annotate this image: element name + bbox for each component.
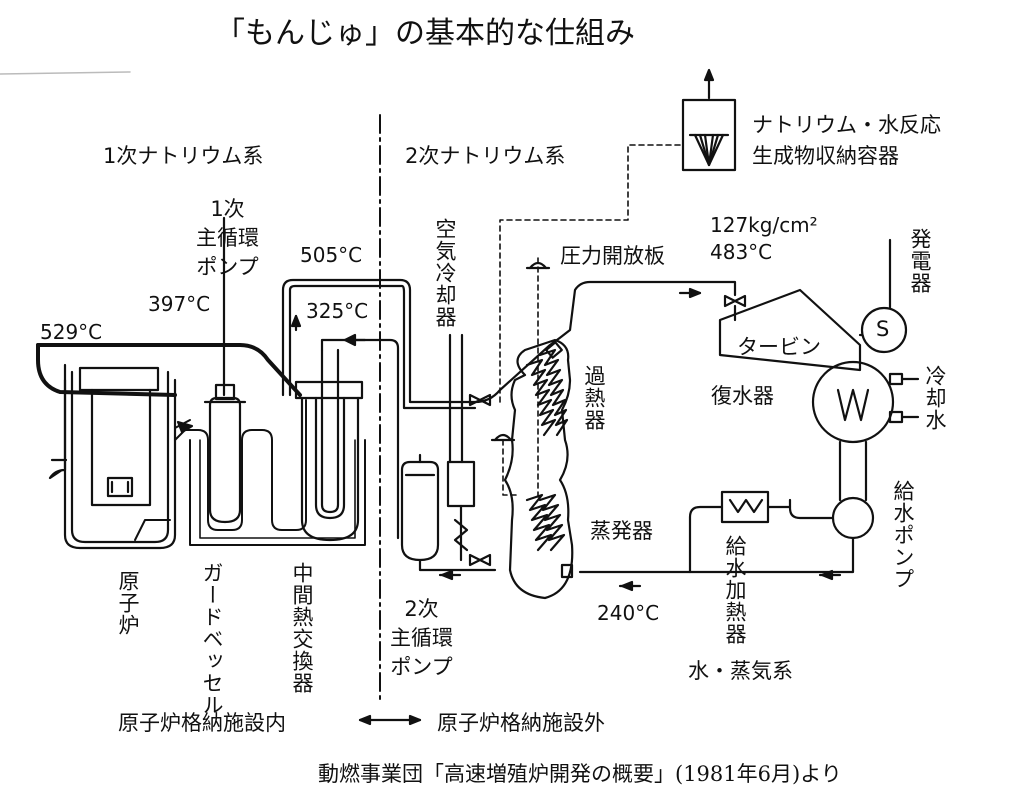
temp-397: 397°C (148, 292, 211, 316)
valve-lower (468, 553, 492, 567)
ihx-label: 中間熱交換器 (290, 562, 314, 694)
secondary-pump-line-2: 主循環 (390, 626, 453, 650)
pressure-127: 127kg/cm² (710, 213, 818, 237)
secondary-hot-leg (281, 278, 737, 404)
reactor-label: 原子炉 (116, 570, 140, 636)
secondary-pump-label: 2次 主循環 ポンプ (390, 595, 453, 682)
reaction-tank-line-2: 生成物収納容器 (752, 144, 899, 168)
reaction-tank-line-1: ナトリウム・水反応 (752, 113, 941, 137)
hot-leg-pipe (36, 343, 177, 397)
secondary-sodium-system-label: 2次ナトリウム系 (405, 144, 566, 168)
title-rule (0, 71, 131, 75)
turbine-body (718, 288, 862, 372)
temp-483: 483°C (710, 240, 773, 264)
air-cooler-drawing (446, 333, 476, 562)
condenser-circle (811, 360, 895, 444)
primary-pump-line-2: 主循環 (196, 226, 259, 250)
primary-pump-line-3: ポンプ (196, 255, 259, 279)
temp-505: 505°C (300, 243, 363, 267)
rupture-disk-label: 圧力開放板 (560, 244, 665, 268)
guard-vessel (189, 439, 366, 546)
primary-pump-label: 1次 主循環 ポンプ (196, 195, 259, 282)
ihx-drawing (294, 348, 364, 542)
secondary-pump-line-3: ポンプ (390, 655, 453, 679)
superheater-label: 過熱器 (582, 365, 606, 431)
primary-sodium-system-label: 1次ナトリウム系 (103, 144, 264, 168)
steam-generator-drawing (503, 338, 574, 600)
valve-upper (468, 393, 492, 407)
temp-240: 240°C (597, 601, 660, 625)
primary-pump-line-1: 1次 (210, 197, 245, 221)
condenser-label: 復水器 (711, 384, 774, 408)
secondary-pump-line-1: 2次 (404, 597, 439, 621)
reaction-tank-drawing (681, 68, 737, 172)
secondary-pump-drawing (400, 453, 440, 562)
generator-symbol: S (876, 317, 890, 341)
page-title: 「もんじゅ」の基本的な仕組み (215, 16, 635, 51)
outside-containment-label: 原子炉格納施設外 (437, 711, 605, 735)
secondary-cold-return (320, 338, 400, 540)
feedwater-heater-label: 給水加熱器 (723, 535, 747, 645)
reaction-tank-label: ナトリウム・水反応 生成物収納容器 (752, 110, 941, 172)
temp-529: 529°C (40, 320, 103, 344)
reactor-vessel (48, 363, 177, 550)
feedwater-heater-box (720, 490, 770, 524)
generator-circle (860, 306, 908, 354)
feedwater-pump-circle (831, 496, 875, 540)
water-steam-system-label: 水・蒸気系 (688, 659, 793, 683)
feedwater-pump-label: 給水ポンプ (891, 480, 915, 590)
source-citation: 動燃事業団「高速増殖炉開発の概要」(1981年6月)より (318, 762, 842, 786)
cooling-water-label: 冷却水 (923, 365, 947, 431)
primary-cold-leg (174, 399, 307, 531)
guard-vessel-label: ガードベッセル (200, 562, 224, 716)
air-cooler-label: 空気冷却器 (433, 218, 457, 328)
primary-pump-drawing (203, 216, 247, 524)
generator-label: 発電器 (908, 228, 932, 294)
turbine-label: タービン (737, 335, 821, 359)
temp-325: 325°C (306, 299, 369, 323)
inside-containment-label: 原子炉格納施設内 (118, 711, 286, 735)
evaporator-label: 蒸発器 (590, 519, 653, 543)
